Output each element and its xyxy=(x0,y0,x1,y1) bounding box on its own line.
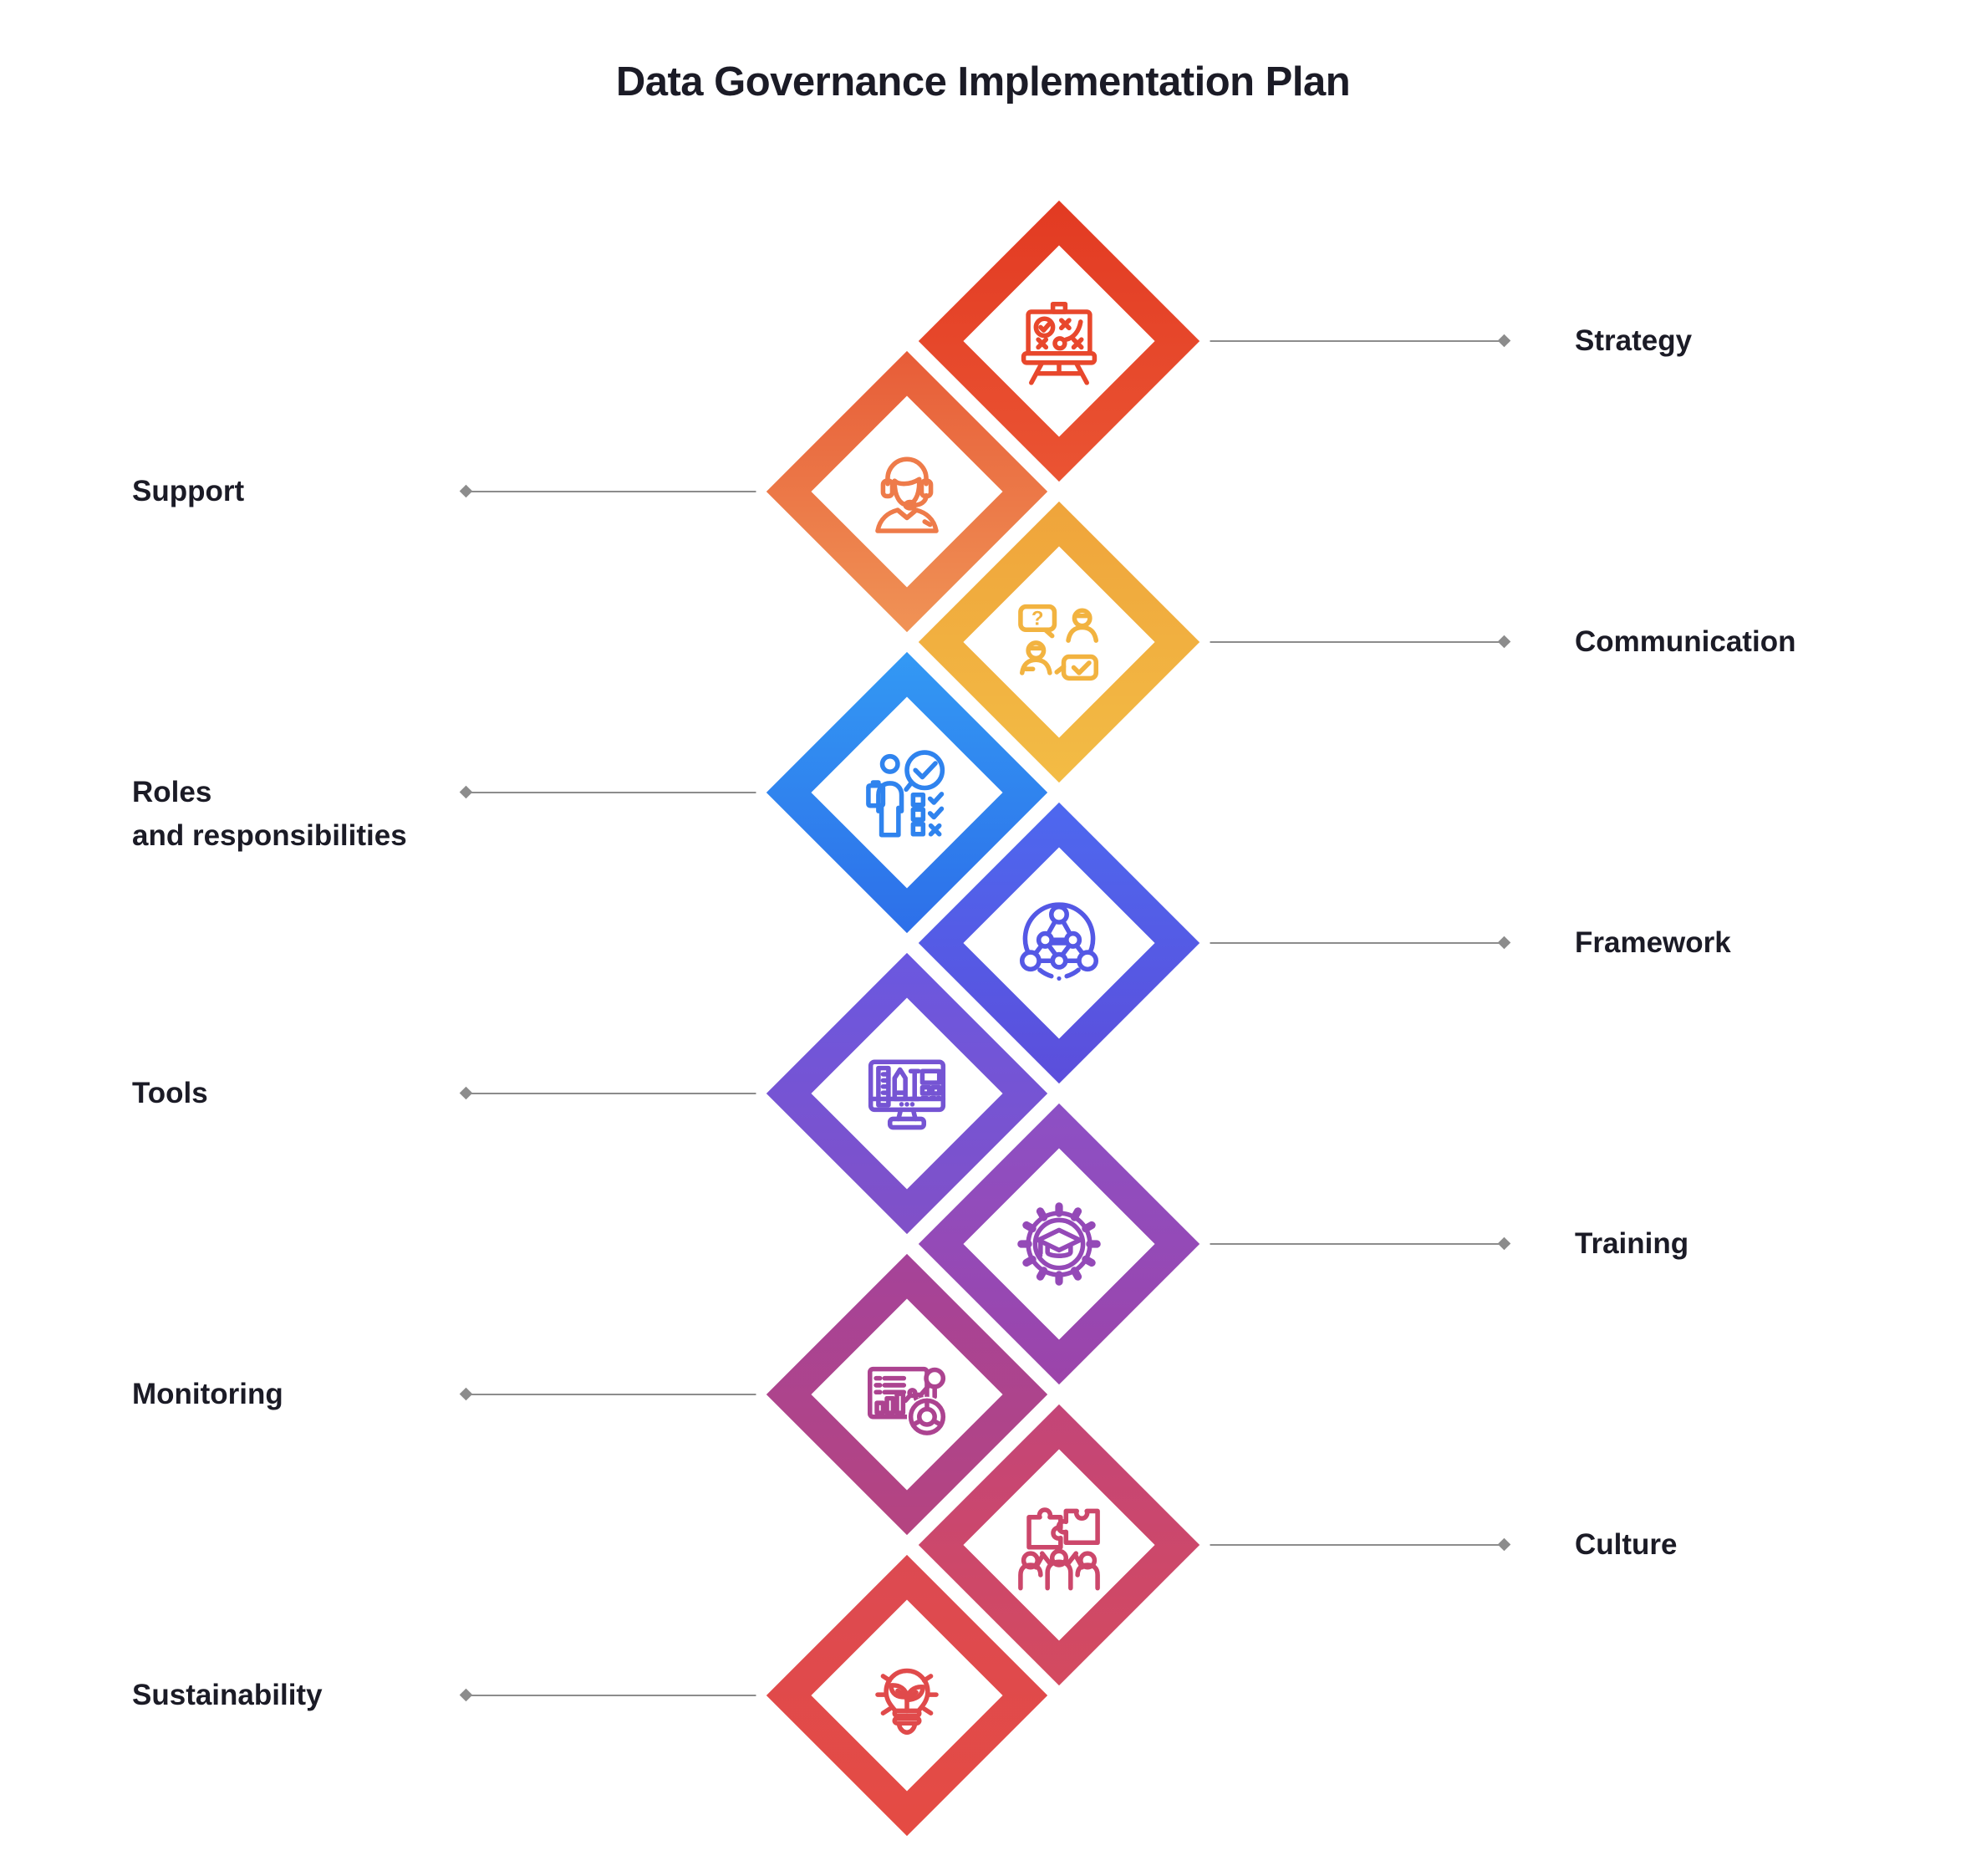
connector-dot-communication xyxy=(1497,635,1511,649)
diamond-training xyxy=(907,1092,1211,1396)
connector-dot-training xyxy=(1497,1236,1511,1251)
teamwork-puzzle-icon xyxy=(1018,1507,1100,1591)
connector-line-culture xyxy=(1199,1544,1505,1546)
roles-checklist-icon xyxy=(866,750,945,838)
connector-line-communication xyxy=(1199,641,1505,643)
design-tools-icon xyxy=(868,1059,946,1130)
label-strategy: Strategy xyxy=(1575,324,1693,357)
conversation-icon: ? xyxy=(1018,604,1099,681)
label-culture: Culture xyxy=(1575,1528,1678,1561)
connector-line-training xyxy=(1199,1243,1505,1245)
support-agent-icon xyxy=(875,456,939,533)
diamond-culture xyxy=(907,1393,1211,1697)
connector-line-strategy xyxy=(1199,340,1505,342)
connector-line-sustainability xyxy=(466,1695,767,1696)
connector-dot-framework xyxy=(1497,935,1511,950)
connector-line-support xyxy=(466,491,767,492)
connector-line-tools xyxy=(466,1093,767,1094)
label-training: Training xyxy=(1575,1227,1689,1260)
diamond-support xyxy=(755,339,1059,644)
connector-dot-sustainability xyxy=(459,1688,473,1702)
eco-bulb-icon xyxy=(875,1668,939,1736)
connector-dot-monitoring xyxy=(459,1387,473,1401)
label-support: Support xyxy=(132,475,245,507)
label-communication: Communication xyxy=(1575,625,1796,658)
connector-line-framework xyxy=(1199,942,1505,944)
connector-dot-roles xyxy=(459,785,473,799)
gear-graduation-icon xyxy=(1017,1202,1101,1286)
network-icon xyxy=(1019,902,1099,981)
analytics-dashboard-icon xyxy=(867,1366,947,1437)
label-tools: Tools xyxy=(132,1077,208,1109)
label-monitoring: Monitoring xyxy=(132,1378,283,1410)
svg-text:?: ? xyxy=(1031,608,1044,630)
label-sustainability: Sustainability xyxy=(132,1679,323,1711)
diamond-communication: ? xyxy=(907,490,1211,794)
label-roles: Roles and responsibilities xyxy=(132,776,407,852)
connector-dot-culture xyxy=(1497,1537,1511,1552)
diamond-sustainability xyxy=(755,1543,1059,1848)
diamond-tools xyxy=(755,941,1059,1246)
diamond-strategy xyxy=(907,189,1211,493)
connector-dot-tools xyxy=(459,1086,473,1100)
connector-line-monitoring xyxy=(466,1394,767,1395)
connector-dot-support xyxy=(459,484,473,498)
diamond-monitoring xyxy=(755,1242,1059,1547)
strategy-board-icon xyxy=(1021,301,1098,385)
page-title: Data Governance Implementation Plan xyxy=(615,59,1351,105)
diamond-roles xyxy=(755,640,1059,945)
connector-line-roles xyxy=(466,792,767,793)
diamond-framework xyxy=(907,791,1211,1095)
label-framework: Framework xyxy=(1575,926,1731,959)
connector-dot-strategy xyxy=(1497,334,1511,348)
